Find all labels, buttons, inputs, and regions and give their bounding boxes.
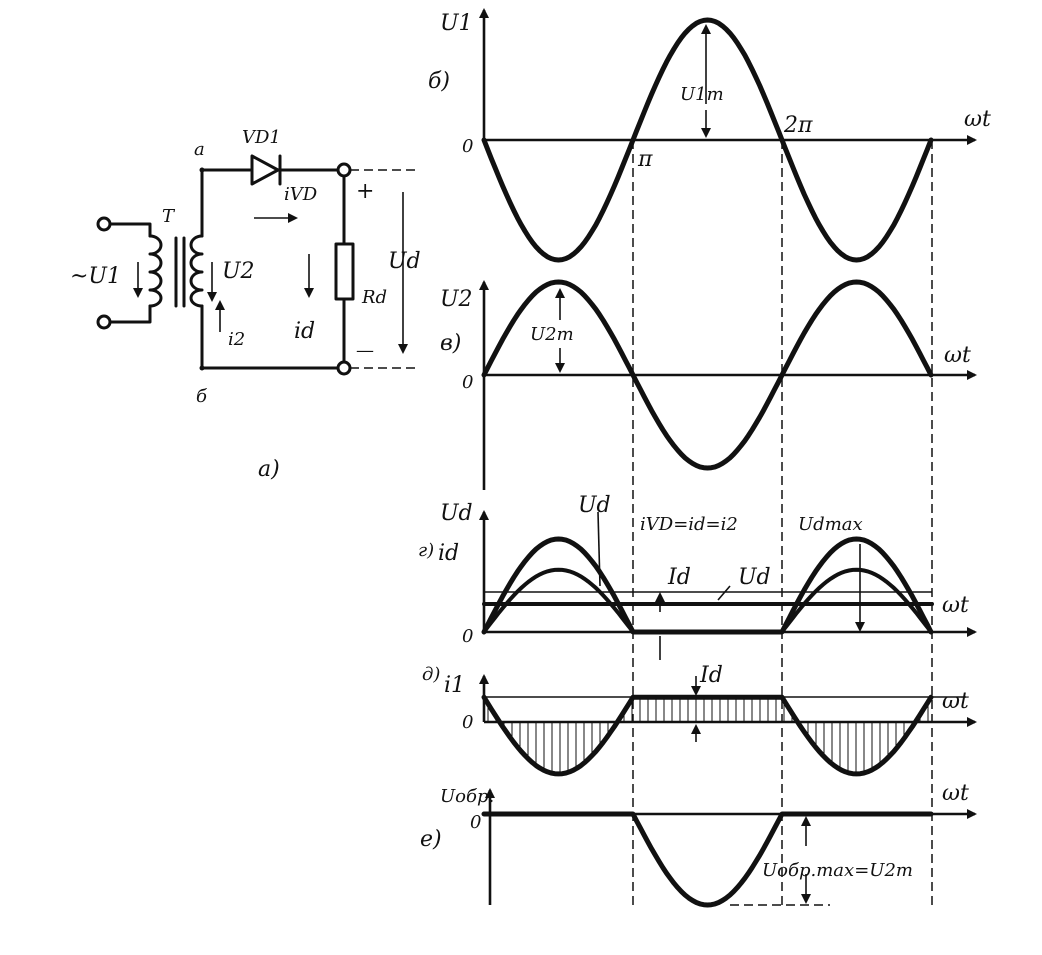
source-label: ~U1 [70, 264, 121, 289]
panel-i1: i1 д) 0 Id ωt [422, 663, 977, 777]
load-resistor [334, 242, 355, 301]
panel-urev: Uобр. е) 0 Uобр.max=U2m ωt [420, 781, 977, 908]
transformer-label: T [162, 206, 176, 227]
id-avg-label: Id [667, 565, 691, 590]
ud-avg-pointer [717, 585, 731, 601]
node-a-label: a [194, 139, 205, 160]
node-a-dot [199, 167, 205, 173]
ud-avg-label: Ud [738, 565, 771, 590]
panel-b-label: б) [428, 69, 450, 94]
u1-xlabel: ωt [964, 107, 991, 132]
u1-ylabel: U1 [440, 11, 473, 36]
panel-ud: Ud id г) 0 Ud iVD=id=i2 Udmax Id Ud ωt [418, 493, 977, 660]
secondary-winding [189, 234, 204, 308]
udmax-label: Udmax [798, 514, 863, 535]
node-b-label: б [196, 386, 208, 407]
id-label: id [294, 319, 315, 344]
panel-c-label: в) [440, 331, 461, 356]
urev-ylabel: Uобр. [440, 786, 494, 807]
panel-u2: U2 в) 0 U2m ωt [440, 279, 977, 490]
diode-triangle [250, 154, 280, 186]
urev-zero: 0 [470, 812, 481, 833]
i1-waveform [481, 694, 934, 777]
ud-circuit-label: Ud [388, 249, 421, 274]
ud-ylabel: Ud [440, 501, 473, 526]
id-waveform [482, 567, 933, 634]
id-ylabel: id [438, 541, 459, 566]
diode-label: VD1 [242, 127, 281, 148]
wire-b [200, 304, 340, 370]
u2m-label: U2m [530, 324, 574, 345]
wire-a [200, 168, 252, 238]
tick-pi: π [637, 147, 653, 172]
panel-f-label: е) [420, 827, 442, 852]
i1-hatching [487, 697, 929, 774]
output-terminal-minus [336, 360, 352, 376]
ud-zero: 0 [462, 626, 473, 647]
rd-label: Rd [361, 287, 387, 308]
input-terminal-top [96, 216, 112, 232]
panel-u1: U1 б) 0 π 2π U1m ωt [428, 8, 991, 263]
i1-ylabel: i1 [444, 673, 465, 698]
i1-xlabel: ωt [942, 689, 969, 714]
tick-2pi: 2π [783, 113, 813, 138]
u2-label: U2 [222, 259, 255, 284]
panel-d-label: г) [418, 540, 434, 561]
plus-sign: + [356, 179, 374, 204]
ud-curve-label: Ud [578, 493, 611, 518]
ud-waveform [481, 536, 934, 635]
ivd-pointer [597, 511, 601, 587]
node-b-dot [199, 365, 205, 371]
urev-waveform [481, 811, 934, 908]
u2-ylabel: U2 [440, 287, 473, 312]
ivd-equation: iVD=id=i2 [640, 514, 738, 535]
output-terminal-plus [336, 162, 352, 178]
urev-max-label: Uобр.max=U2m [762, 860, 913, 881]
primary-winding [148, 234, 163, 308]
i1-id-label: Id [699, 663, 723, 688]
panel-e-label: д) [422, 664, 440, 685]
u2-zero: 0 [462, 372, 473, 393]
ud-xlabel: ωt [942, 593, 969, 618]
u1-waveform [481, 17, 934, 263]
urev-xlabel: ωt [942, 781, 969, 806]
i2-label: i2 [228, 329, 245, 350]
input-lead-bottom [108, 304, 152, 324]
i1-zero: 0 [462, 712, 473, 733]
waveform-panels: U1 б) 0 π 2π U1m ωt U2 в) 0 U2m ωt [418, 8, 991, 908]
circuit-diagram: ~U1 T VD1 a б U2 i2 iVD id Rd Ud + — а) [70, 127, 421, 482]
input-lead-top [108, 222, 152, 238]
ivd-label: iVD [284, 184, 318, 205]
minus-sign: — [356, 340, 374, 361]
u1-zero: 0 [462, 136, 473, 157]
u1m-label: U1m [680, 84, 724, 105]
circuit-caption: а) [258, 457, 280, 482]
input-terminal-bottom [96, 314, 112, 330]
u2-xlabel: ωt [944, 343, 971, 368]
u2-waveform [481, 279, 934, 471]
